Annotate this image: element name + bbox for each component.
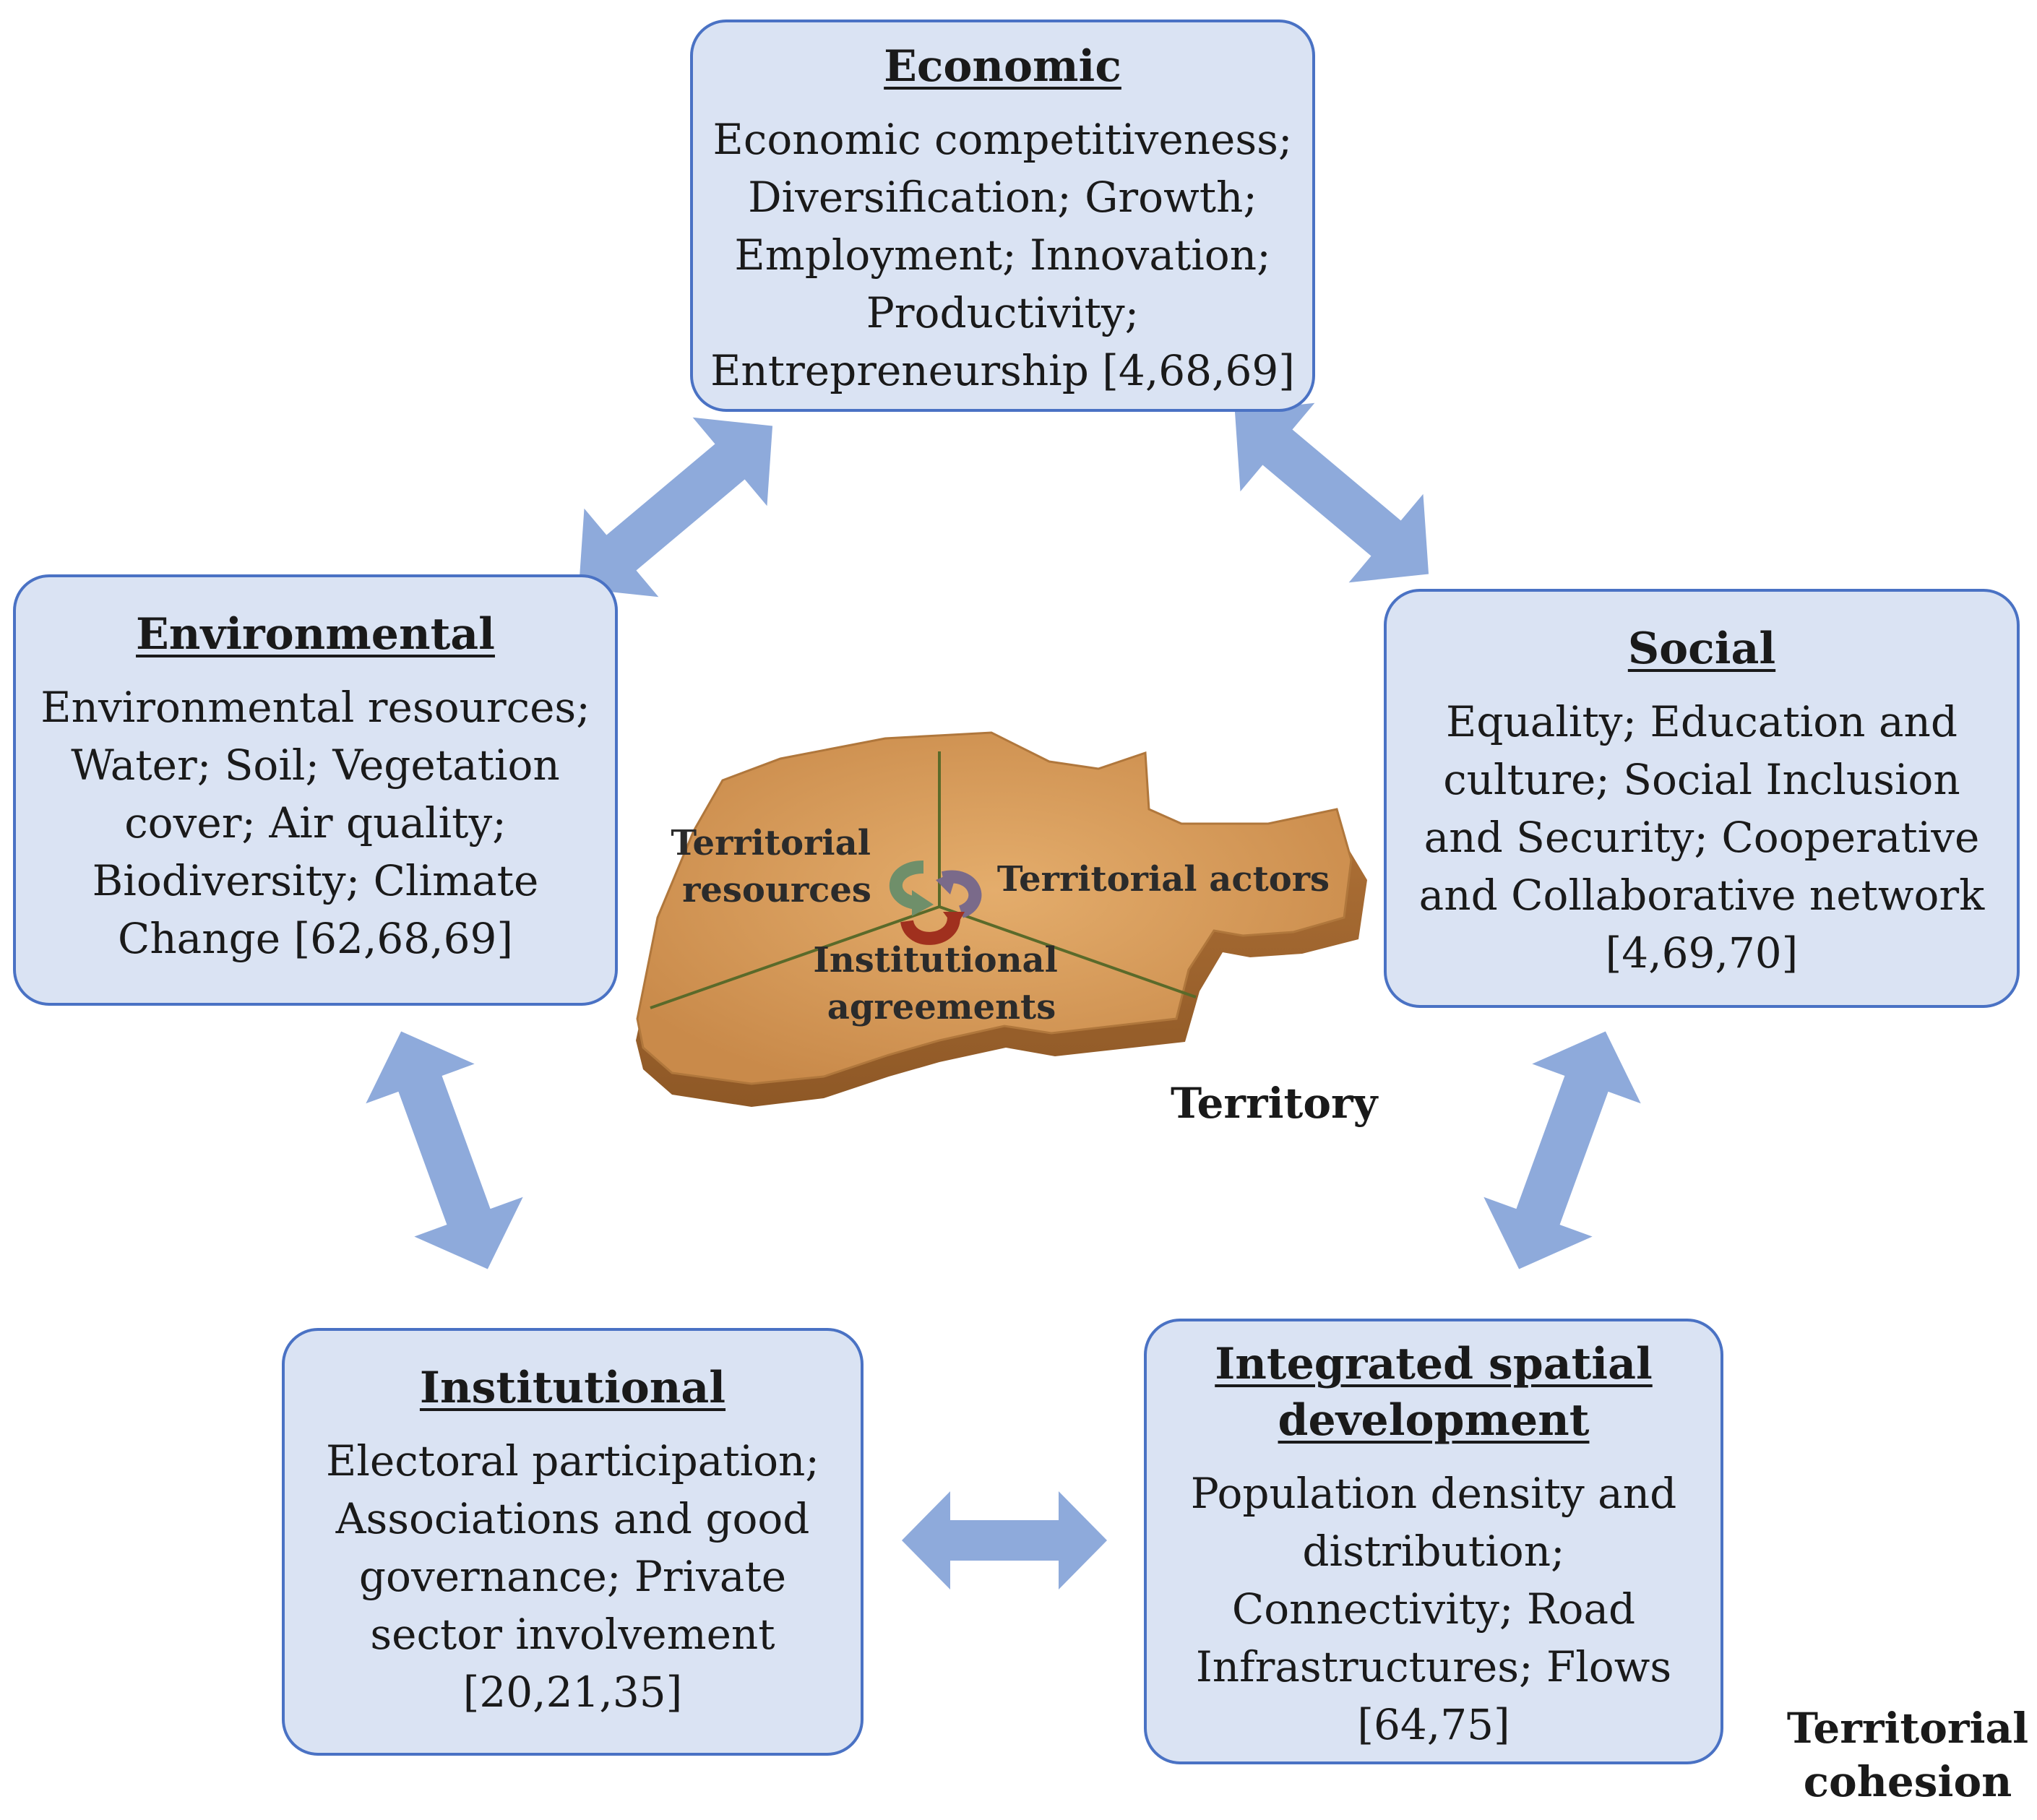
cohesion-line: cohesion (1803, 1757, 2012, 1806)
spatial-line: [64,75] (1357, 1700, 1510, 1749)
economic-line: Entrepreneurship [4,68,69] (710, 346, 1295, 395)
social-line: Equality; Education and (1445, 697, 1958, 746)
institutional-line: governance; Private (358, 1552, 787, 1601)
environmental-title: Environmental (136, 609, 495, 660)
economic-line: Employment; Innovation; (734, 230, 1271, 280)
spatial-line: distribution; (1302, 1527, 1565, 1576)
social-line: and Collaborative network (1418, 871, 1985, 920)
spatial-box: Integrated spatial development Populatio… (1144, 1319, 1723, 1764)
arrow-economic-social (1234, 402, 1429, 583)
arrow-economic-environmental (578, 417, 773, 598)
environmental-line: cover; Air quality; (124, 798, 507, 848)
territory-actors-label: Territorial actors (997, 859, 1330, 900)
divider-line (939, 905, 1197, 999)
environmental-box: Environmental Environmental resources; W… (13, 574, 618, 1006)
institutional-title: Institutional (419, 1363, 726, 1413)
environmental-line: Biodiversity; Climate (92, 856, 539, 905)
economic-line: Productivity; (866, 288, 1140, 337)
territory-label: Territory (1171, 1079, 1378, 1128)
economic-line: Diversification; Growth; (748, 173, 1257, 222)
cohesion-line: Territorial (1786, 1704, 2029, 1753)
spatial-title: development (1278, 1395, 1590, 1446)
social-line: culture; Social Inclusion (1443, 755, 1960, 804)
territorial-cohesion-label: Territorial cohesion (1785, 1702, 2030, 1808)
spatial-line: Connectivity; Road (1231, 1584, 1636, 1634)
cycle-arrow-green-icon (890, 861, 924, 910)
institutional-line: [20,21,35] (462, 1668, 683, 1717)
cycle-arrow-red-icon (900, 916, 960, 945)
territory-shape: Territorial resources Territorial actors… (636, 731, 1367, 1107)
institutional-line: Electoral participation; (326, 1436, 819, 1485)
institutional-box: Institutional Electoral participation; A… (282, 1328, 864, 1756)
environmental-line: Water; Soil; Vegetation (71, 741, 560, 790)
economic-title: Economic (884, 41, 1121, 92)
divider-line (650, 905, 940, 1009)
spatial-title: Integrated spatial (1215, 1339, 1653, 1389)
arrow-institutional-spatial (902, 1491, 1107, 1590)
arrow-environmental-institutional (366, 1031, 523, 1269)
social-line: [4,69,70] (1605, 928, 1799, 978)
institutional-line: Associations and good (335, 1494, 810, 1543)
social-title: Social (1627, 624, 1776, 674)
environmental-line: Change [62,68,69] (117, 914, 514, 963)
territory-agreements-label: Institutional agreements (813, 940, 1069, 1027)
social-line: and Security; Cooperative (1424, 813, 1980, 862)
arrow-social-spatial (1483, 1031, 1641, 1269)
institutional-line: sector involvement (370, 1610, 775, 1659)
environmental-line: Environmental resources; (40, 683, 590, 732)
spatial-line: Infrastructures; Flows (1195, 1642, 1672, 1691)
social-box: Social Equality; Education and culture; … (1384, 589, 2020, 1008)
spatial-line: Population density and (1190, 1469, 1677, 1518)
territory-resources-label: Territorial resources (671, 823, 882, 910)
economic-box: Economic Economic competitiveness; Diver… (690, 20, 1315, 412)
economic-line: Economic competitiveness; (712, 115, 1293, 164)
